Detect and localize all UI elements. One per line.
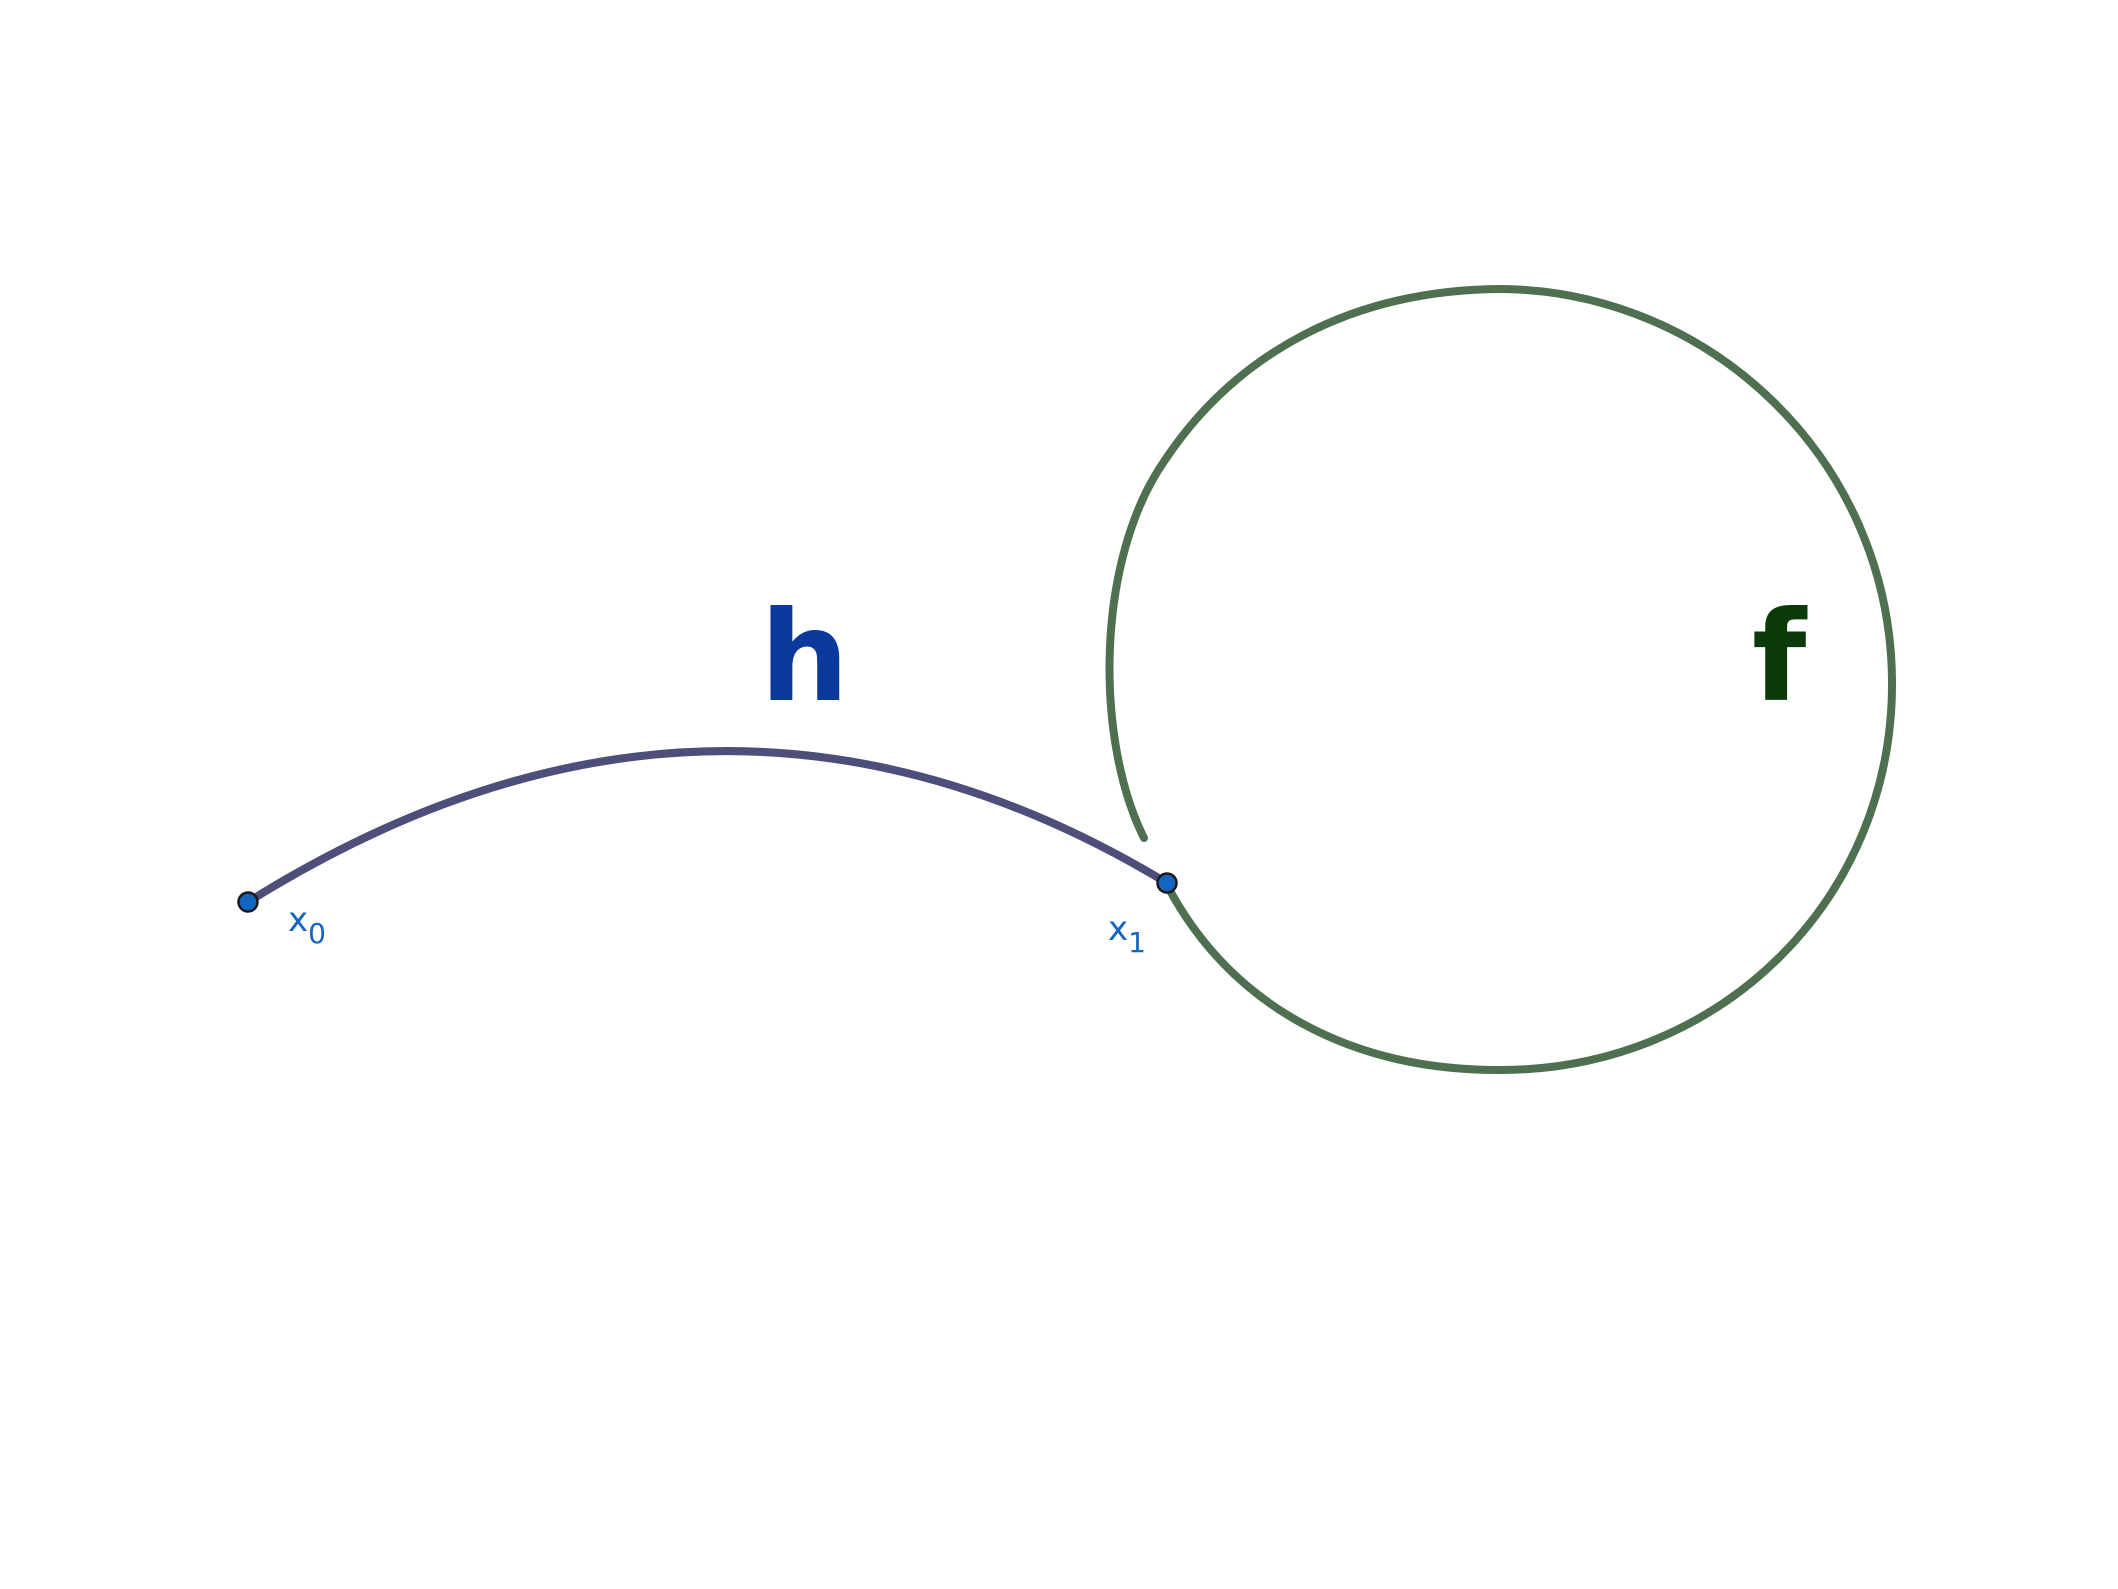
point-x0[interactable] [237,891,259,913]
point-x0-label-subscript: 0 [308,917,326,950]
point-x0-label-base: x [288,900,308,940]
point-x1[interactable] [1156,872,1178,894]
point-x0-label: x0 [288,900,326,950]
curve-f-label: f [1752,585,1808,730]
curve-h [244,747,1171,906]
point-x1-label-subscript: 1 [1128,926,1146,959]
curve-f [1105,284,1897,1075]
curve-h-label: h [760,585,849,730]
point-x1-label: x1 [1108,909,1146,959]
point-x1-label-base: x [1108,909,1128,949]
